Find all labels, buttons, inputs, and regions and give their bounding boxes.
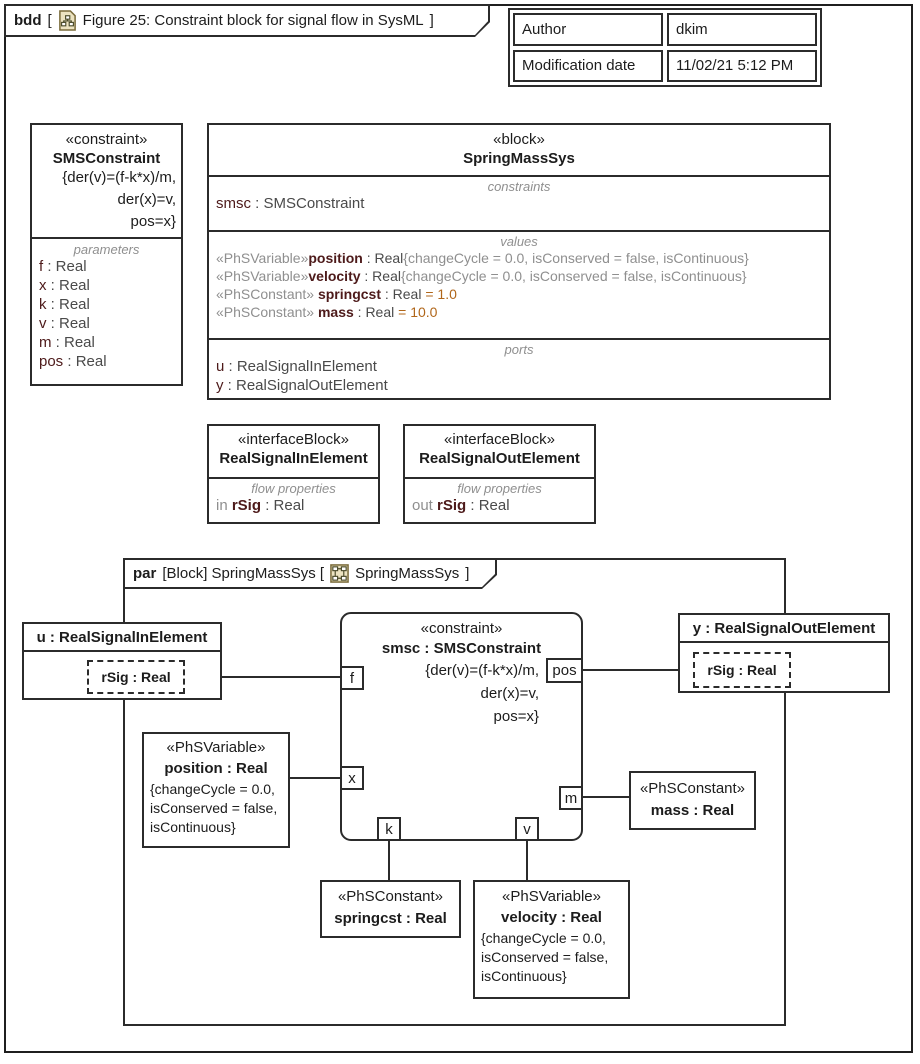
parameter-row: pos : Real (39, 353, 107, 370)
position-value-box[interactable]: «PhSVariable» position : Real {changeCyc… (142, 732, 290, 848)
parameter-row: x : Real (39, 277, 90, 294)
par-diagram-icon (330, 564, 349, 583)
modification-date-label-cell: Modification date (513, 49, 663, 82)
y-part-title: y : RealSignalOutElement (680, 615, 888, 643)
info-table: Author dkim Modification date 11/02/21 5… (508, 8, 822, 87)
port-k[interactable]: k (377, 817, 401, 841)
flow-properties-compartment-label: flow properties (251, 481, 336, 496)
value-row: «PhSVariable»velocity : Real{changeCycle… (216, 268, 747, 284)
mass-stereotype: «PhSConstant» (639, 780, 746, 797)
springcst-name: springcst : Real (334, 910, 447, 927)
bdd-title-tab[interactable]: bdd [ Figure 25: Constraint block for si… (4, 4, 490, 37)
interface-block-real-signal-out[interactable]: «interfaceBlock» RealSignalOutElement fl… (403, 424, 596, 524)
connector-m-to-mass (583, 796, 629, 798)
parameter-row: f : Real (39, 258, 87, 275)
connector-rsig-to-f (185, 676, 341, 678)
bdd-title-close-bracket: ] (429, 12, 434, 29)
position-name: position : Real (164, 760, 268, 777)
mass-value-box[interactable]: «PhSConstant» mass : Real (629, 771, 756, 830)
interface-name: RealSignalOutElement (419, 450, 580, 467)
value-row: «PhSConstant» mass : Real = 10.0 (216, 304, 438, 320)
ports-compartment-label: ports (504, 342, 534, 357)
flow-property-row: in rSig : Real (216, 497, 305, 514)
bdd-title-open-bracket: [ (47, 12, 52, 29)
velocity-stereotype: «PhSVariable» (502, 888, 601, 905)
spring-mass-sys-block[interactable]: «block» SpringMassSys constraints smsc :… (207, 123, 831, 400)
modification-date-value-cell[interactable]: 11/02/21 5:12 PM (667, 49, 817, 82)
parameter-row: v : Real (39, 315, 90, 332)
bdd-kind-label: bdd (14, 12, 42, 29)
springcst-stereotype: «PhSConstant» (337, 888, 444, 905)
velocity-name: velocity : Real (501, 909, 602, 926)
par-kind-label: par (133, 565, 157, 582)
par-icon-label: SpringMassSys (355, 565, 460, 582)
constraint-property-row: smsc : SMSConstraint (216, 195, 365, 212)
port-row: y : RealSignalOutElement (216, 377, 388, 394)
connector-pos-to-rsig (583, 669, 693, 671)
rsig-pin-u[interactable]: rSig : Real (87, 660, 185, 694)
port-row: u : RealSignalInElement (216, 358, 377, 375)
constraint-property-stereotype: «constraint» (420, 620, 503, 637)
sms-constraint-stereotype: «constraint» (65, 131, 148, 148)
value-row: «PhSVariable»position : Real{changeCycle… (216, 250, 749, 266)
constraint-property-node[interactable]: «constraint» smsc : SMSConstraint {der(v… (340, 612, 583, 841)
constraint-property-name: smsc : SMSConstraint (381, 640, 542, 657)
sms-constraint-name: SMSConstraint (52, 150, 161, 167)
values-compartment-label: values (500, 234, 538, 249)
par-title: [Block] SpringMassSys [ (162, 565, 325, 582)
parameters-compartment-label: parameters (73, 242, 140, 257)
sms-constraint-block[interactable]: «constraint» SMSConstraint {der(v)=(f-k*… (30, 123, 183, 386)
bdd-title: Figure 25: Constraint block for signal f… (82, 12, 424, 29)
position-stereotype: «PhSVariable» (166, 739, 266, 756)
velocity-constraints: {changeCycle = 0.0, isConserved = false,… (481, 930, 609, 984)
constraints-compartment-label: constraints (487, 179, 551, 194)
connector-position-to-x (290, 777, 341, 779)
interface-block-real-signal-in[interactable]: «interfaceBlock» RealSignalInElement flo… (207, 424, 380, 524)
port-v[interactable]: v (515, 817, 539, 841)
par-title-close-bracket: ] (465, 565, 470, 582)
port-f[interactable]: f (340, 666, 364, 690)
parameter-row: k : Real (39, 296, 90, 313)
author-label-cell: Author (513, 13, 663, 46)
interface-stereotype: «interfaceBlock» (444, 431, 555, 448)
port-m[interactable]: m (559, 786, 583, 810)
springcst-value-box[interactable]: «PhSConstant» springcst : Real (320, 880, 461, 938)
author-value-cell[interactable]: dkim (667, 13, 817, 46)
connector-k-to-springcst (388, 841, 390, 880)
bdd-diagram-icon (58, 10, 77, 31)
connector-v-to-velocity (526, 841, 528, 880)
flow-property-row: out rSig : Real (412, 497, 510, 514)
u-part-title: u : RealSignalInElement (24, 624, 220, 652)
port-x[interactable]: x (340, 766, 364, 790)
par-title-tab-fill (125, 560, 495, 587)
position-constraints: {changeCycle = 0.0, isConserved = false,… (150, 781, 278, 835)
constraint-property-equations: {der(v)=(f-k*x)/m, der(x)=v, pos=x} (425, 662, 539, 725)
interface-name: RealSignalInElement (219, 450, 368, 467)
velocity-value-box[interactable]: «PhSVariable» velocity : Real {changeCyc… (473, 880, 630, 999)
interface-stereotype: «interfaceBlock» (238, 431, 349, 448)
sms-constraint-equations: {der(v)=(f-k*x)/m, der(x)=v, pos=x} (62, 169, 176, 230)
flow-properties-compartment-label: flow properties (457, 481, 542, 496)
block-name: SpringMassSys (463, 150, 575, 167)
block-stereotype: «block» (493, 131, 545, 148)
mass-name: mass : Real (650, 802, 735, 819)
bdd-title-tab-fill (6, 6, 488, 35)
value-row: «PhSConstant» springcst : Real = 1.0 (216, 286, 457, 302)
port-pos[interactable]: pos (546, 658, 583, 683)
parameter-row: m : Real (39, 334, 95, 351)
rsig-pin-y[interactable]: rSig : Real (693, 652, 791, 688)
par-title-tab[interactable]: par [Block] SpringMassSys [ SpringMassSy… (123, 558, 497, 589)
